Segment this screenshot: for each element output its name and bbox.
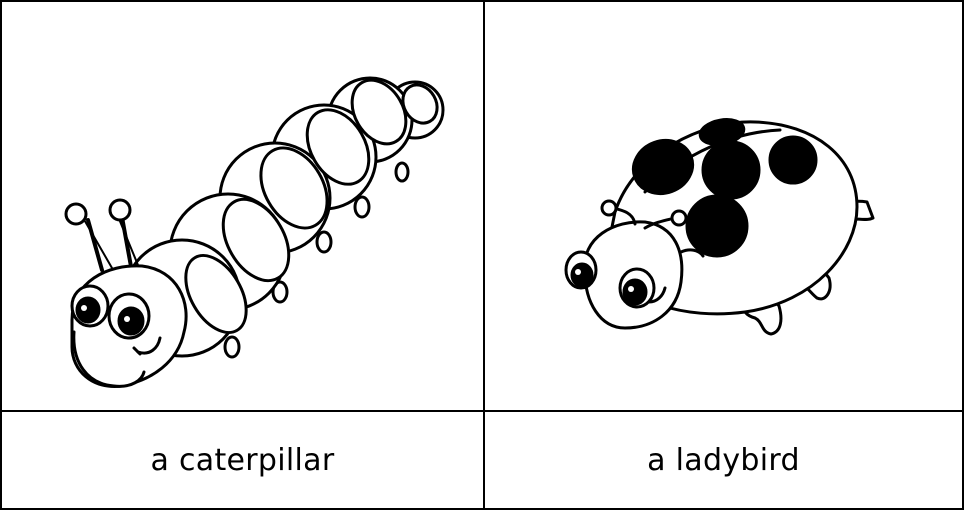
caterpillar-label: a caterpillar — [150, 442, 335, 478]
ladybird-label-cell: a ladybird — [485, 412, 962, 508]
caterpillar-label-cell: a caterpillar — [2, 412, 485, 508]
ladybird-picture-cell — [485, 2, 962, 412]
ladybird-illustration — [564, 118, 875, 336]
caterpillar-picture-cell — [2, 2, 485, 412]
caterpillar-illustration — [64, 76, 445, 388]
ladybird-label: a ladybird — [647, 442, 800, 478]
